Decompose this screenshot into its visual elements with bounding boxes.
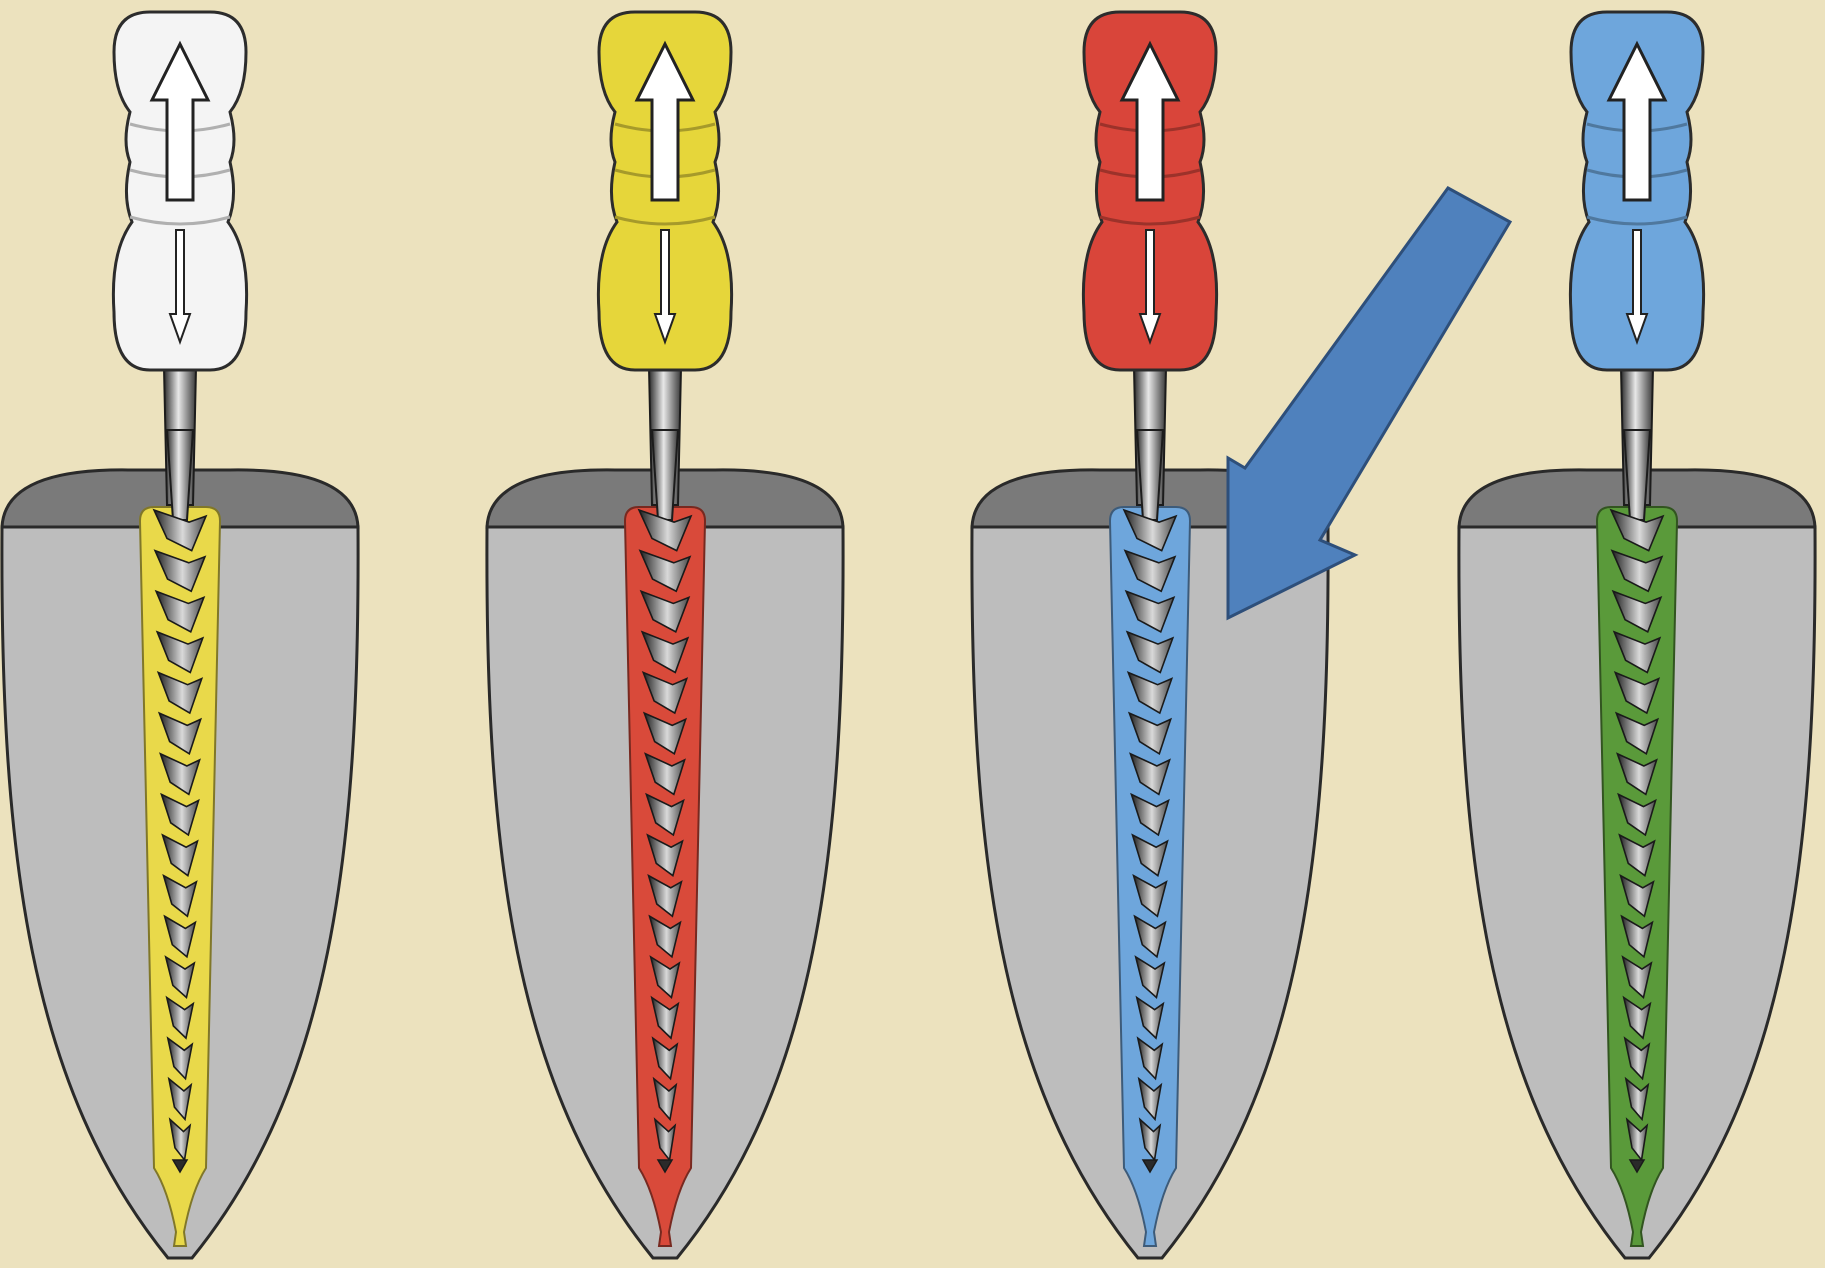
endodontic-files-diagram	[0, 0, 1825, 1268]
figure-stage	[0, 0, 1825, 1268]
